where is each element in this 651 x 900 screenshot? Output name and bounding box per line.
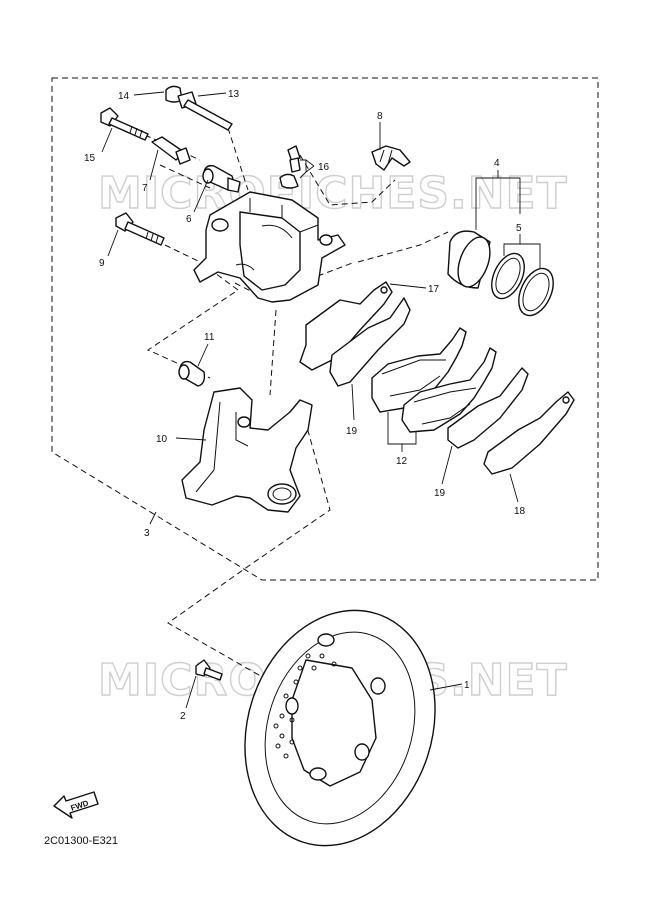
part-5-piston-seals (491, 252, 554, 317)
part-10-caliper-bracket (181, 387, 313, 513)
callout-15: 15 (84, 153, 96, 164)
callout-19-lower: 19 (434, 488, 446, 499)
callout-6: 6 (186, 214, 192, 225)
part-18-pad-shim (483, 391, 575, 475)
callout-13: 13 (228, 89, 240, 100)
callout-19-upper: 19 (346, 426, 358, 437)
callout-1: 1 (464, 680, 470, 691)
callout-7: 7 (142, 183, 148, 194)
callout-11: 11 (204, 332, 215, 343)
callout-10: 10 (156, 434, 168, 445)
part-13-caliper-pin (177, 91, 233, 131)
callout-12: 12 (396, 456, 408, 467)
callout-16: 16 (318, 162, 330, 173)
callout-17: 17 (428, 284, 440, 295)
caliper-body (193, 191, 346, 303)
part-1-brake-disc (244, 609, 436, 847)
part-8-pad-spring (371, 145, 411, 171)
callout-14: 14 (118, 91, 130, 102)
callout-2: 2 (180, 711, 186, 722)
part-19-insulator-lower (447, 367, 529, 449)
callout-4: 4 (494, 158, 500, 169)
part-16-bleed-screw (279, 145, 301, 189)
part-7-sleeve (151, 136, 191, 165)
callout-3: 3 (144, 528, 150, 539)
diagram-code: 2C01300-E321 (44, 835, 118, 847)
caliper-assembly-boundary (51, 77, 599, 581)
part-12-brake-pad-kit (371, 327, 497, 433)
leader-lines (101, 91, 541, 709)
fwd-arrow-icon: FWD (53, 791, 99, 819)
part-6-bushing (202, 164, 241, 193)
part-11-pin-boot (178, 360, 206, 387)
callout-18: 18 (514, 506, 526, 517)
callout-9: 9 (99, 258, 105, 269)
callout-5: 5 (516, 223, 522, 234)
callout-8: 8 (377, 111, 383, 122)
callout-labels: 14 13 15 7 6 16 8 4 5 9 11 10 17 19 12 1… (84, 89, 526, 722)
part-2-disc-bolt (195, 659, 223, 681)
disc-vent-holes (273, 653, 337, 759)
part-4-piston (447, 230, 491, 289)
part-17-pad-shim (299, 281, 393, 371)
part-15-bolt (100, 107, 149, 141)
part-19-insulator-upper (329, 297, 411, 387)
part-9-bolt (115, 212, 165, 246)
watermark-top: MICROFICHES.NET (98, 168, 568, 219)
